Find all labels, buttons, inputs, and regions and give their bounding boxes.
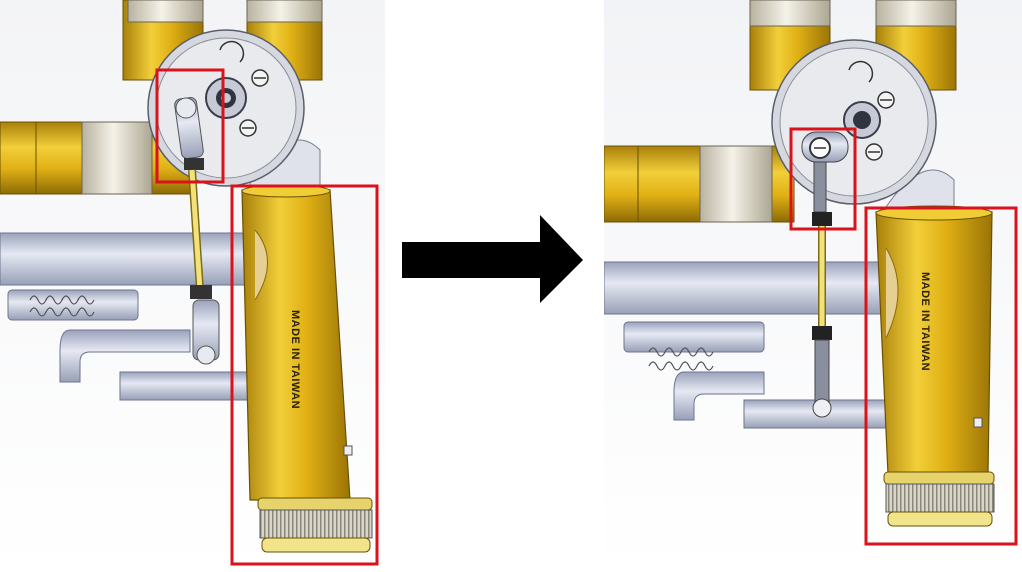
- before-highlight-rod: [155, 68, 225, 184]
- before-panel: MADE IN TAIWAN: [0, 0, 385, 572]
- before-cylinder: MADE IN TAIWAN: [241, 184, 373, 553]
- before-cad-render: MADE IN TAIWAN: [0, 0, 385, 572]
- after-cylinder: MADE IN TAIWAN: [875, 205, 995, 527]
- before-highlight-cylinder: [230, 184, 379, 566]
- after-highlight-lever: [789, 127, 857, 231]
- after-cad-render: MADE IN TAIWAN: [604, 0, 1022, 572]
- arrow-right-icon: [400, 215, 585, 305]
- after-panel: MADE IN TAIWAN: [604, 0, 1022, 572]
- after-engraving: MADE IN TAIWAN: [919, 272, 931, 371]
- after-highlight-cylinder: [864, 206, 1018, 546]
- before-engraving: MADE IN TAIWAN: [289, 310, 301, 409]
